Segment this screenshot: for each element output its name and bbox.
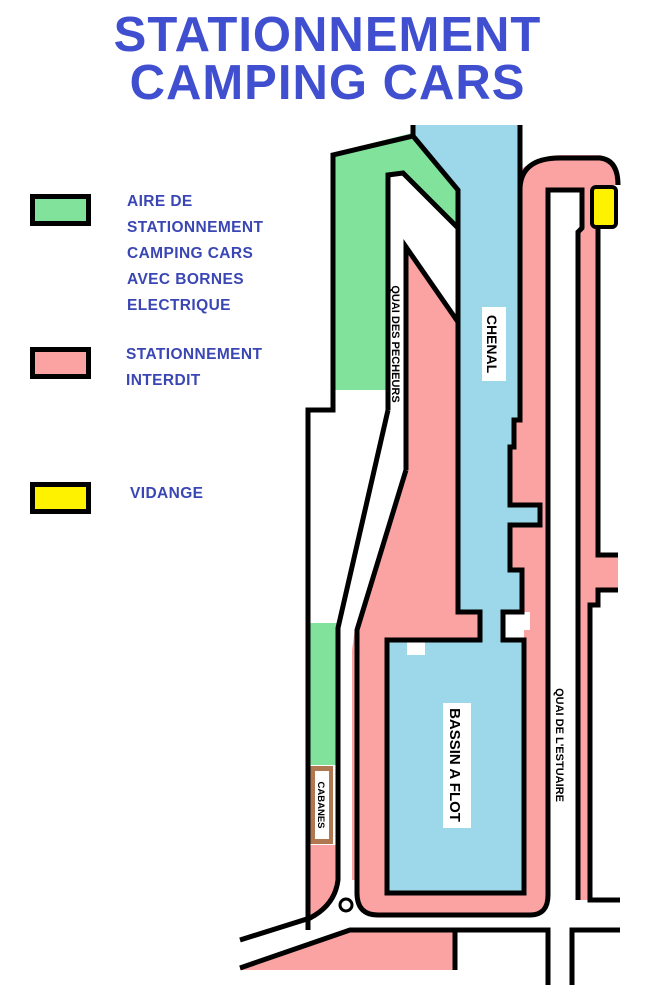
chenal-label-bg	[482, 307, 506, 381]
page-title-line-1: STATIONNEMENT	[113, 8, 542, 62]
dump-station	[590, 185, 618, 229]
map-outlines	[239, 125, 621, 985]
cabanes-label-bg	[315, 771, 329, 839]
legend-swatch-dump-station	[30, 482, 91, 514]
chenal-label: CHENAL	[484, 315, 500, 374]
cabanes-label: CABANES	[315, 782, 326, 829]
no-parking-areas	[240, 155, 618, 970]
legend-label-camping-area: AIRE DE STATIONNEMENT CAMPING CARS AVEC …	[127, 193, 264, 314]
legend-swatch-no-parking	[30, 347, 91, 379]
legend-label-dump-station: VIDANGE	[130, 485, 204, 502]
bassin-label-bg	[443, 703, 471, 828]
quai-pecheurs-label: QUAI DES PECHEURS	[389, 285, 401, 402]
camping-area-south	[310, 623, 338, 765]
legend-swatch-camping-area	[30, 194, 91, 226]
legend-label-no-parking: STATIONNEMENT INTERDIT	[126, 346, 263, 389]
roundabout-icon	[338, 897, 354, 913]
bassin-label: BASSIN A FLOT	[446, 708, 463, 822]
page-title-line-2: CAMPING CARS	[129, 56, 526, 110]
camping-area-north	[333, 133, 458, 390]
quai-estuaire-label: QUAI DE L'ESTUAIRE	[553, 688, 565, 802]
